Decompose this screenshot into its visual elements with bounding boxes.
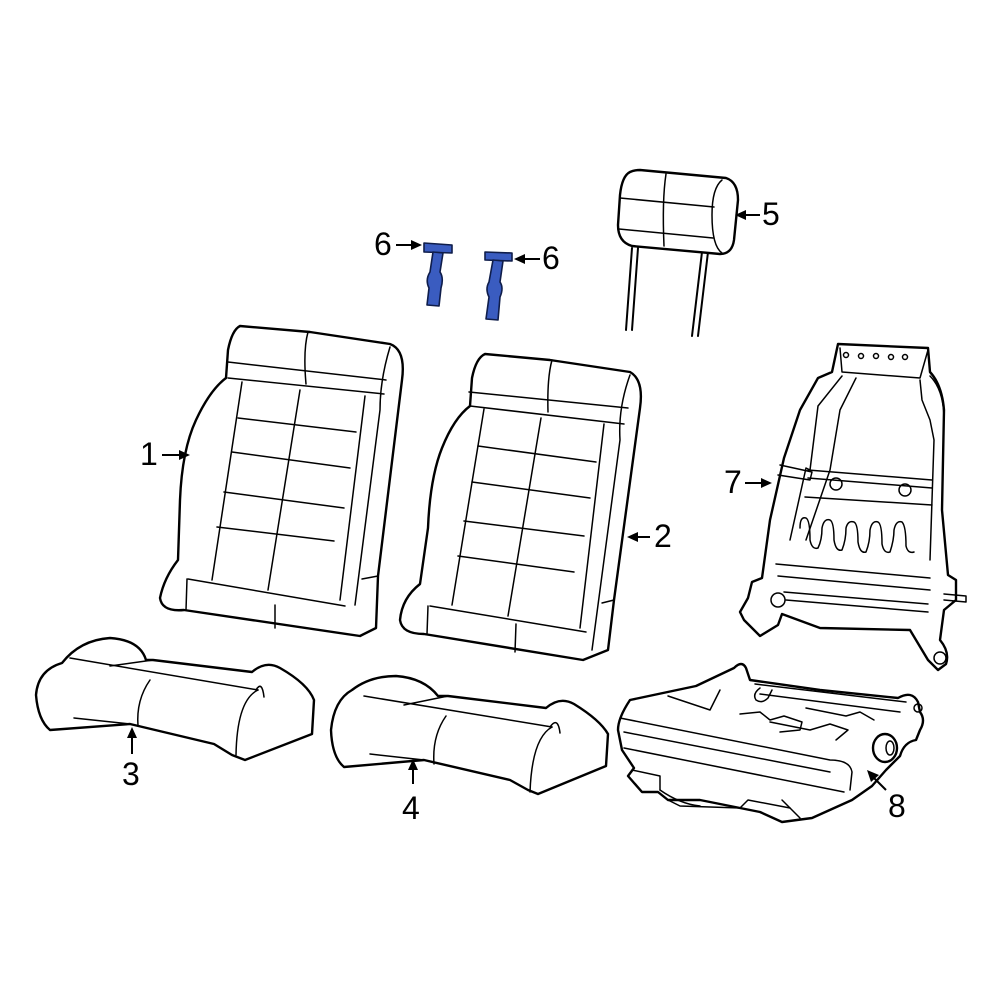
callout-label-2: 2: [654, 518, 672, 554]
callout-label-7: 7: [724, 464, 742, 500]
callout-label-1: 1: [140, 436, 158, 472]
callout-label-6-left: 6: [374, 226, 392, 262]
headrest-part-5[interactable]: [616, 168, 740, 337]
seat-cushion-part-3[interactable]: [34, 636, 316, 762]
headrest-guide-part-6-left[interactable]: [423, 242, 453, 307]
seat-back-part-2[interactable]: [398, 352, 643, 662]
callout-label-8: 8: [888, 788, 906, 824]
callout-arrows: [127, 210, 887, 791]
callout-label-6-right: 6: [542, 240, 560, 276]
callout-label-4: 4: [402, 790, 420, 826]
headrest-guide-part-6-right[interactable]: [484, 251, 513, 321]
callout-label-3: 3: [122, 756, 140, 792]
callout-label-5: 5: [762, 196, 780, 232]
seat-back-part-1[interactable]: [158, 324, 404, 638]
seat-cushion-part-4[interactable]: [329, 674, 610, 796]
seat-frame-part-8[interactable]: [616, 662, 925, 824]
seat-back-frame-part-7[interactable]: [738, 342, 967, 672]
